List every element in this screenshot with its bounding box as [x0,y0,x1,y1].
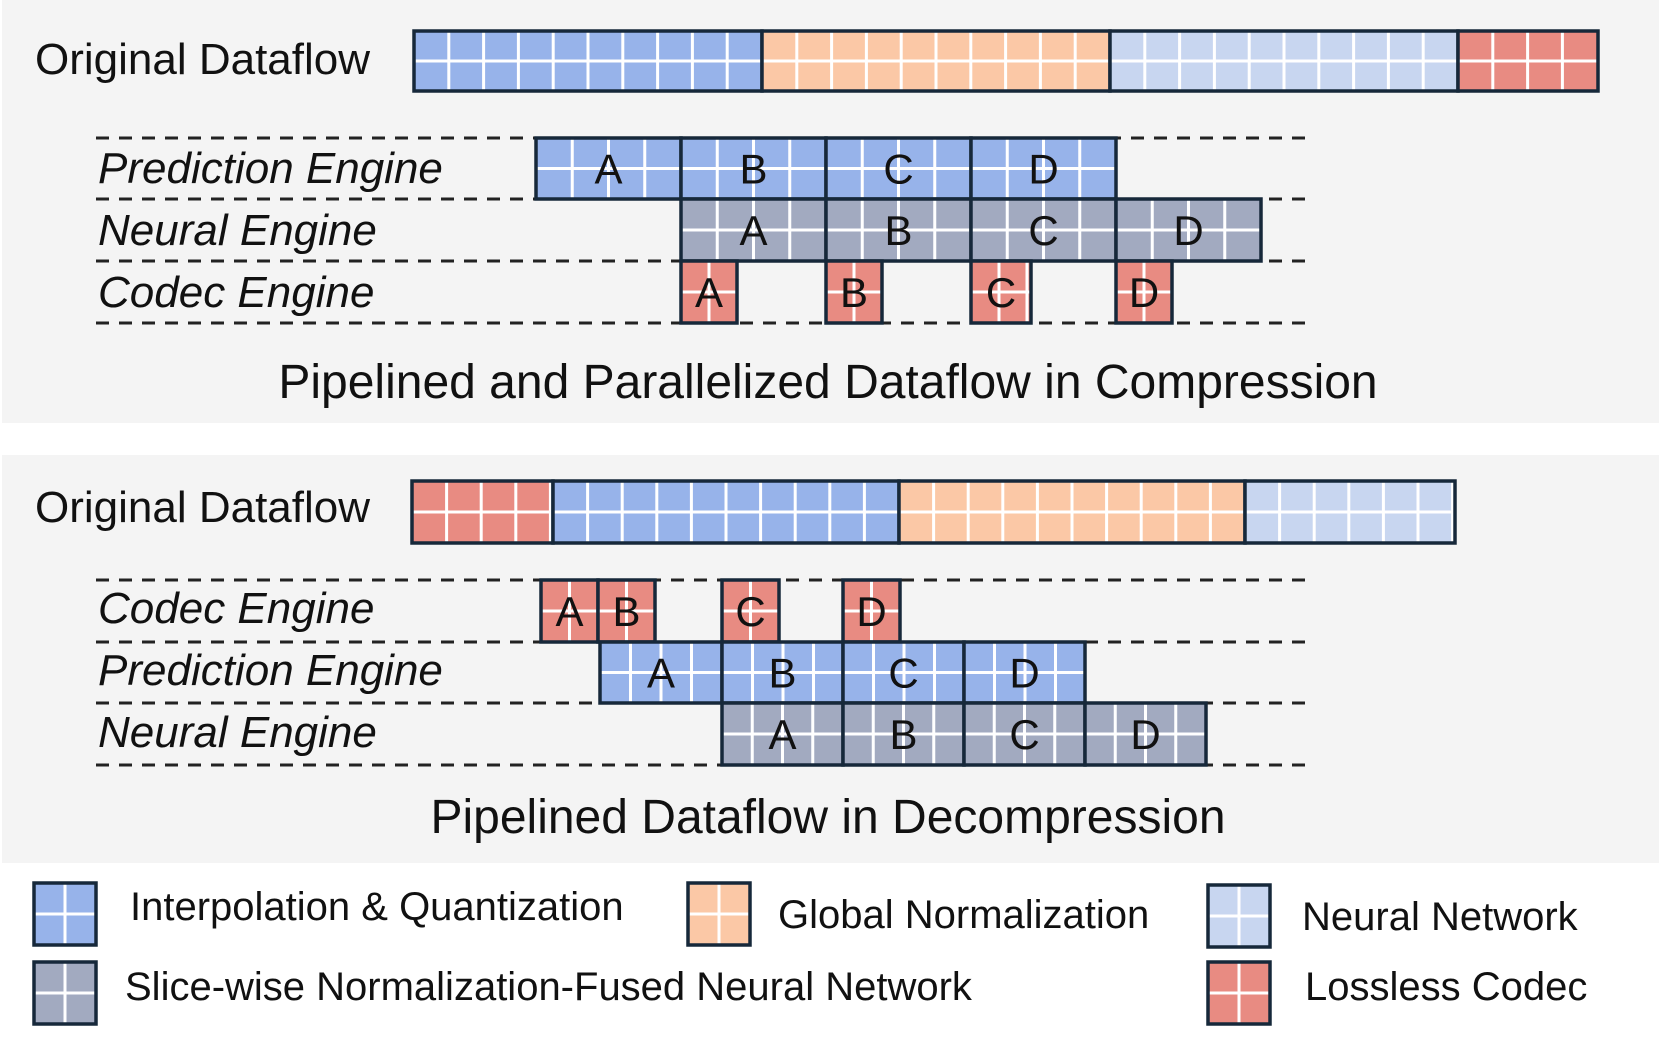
decompression-neural-letter-a: A [768,711,796,758]
decompression-prediction-letter-d: D [1009,650,1039,697]
legend-swatch-lossless-codec [1206,960,1272,1026]
compression-prediction-letter-c: C [883,146,913,193]
compression-row-label-codec: Codec Engine [98,268,374,317]
legend-swatch-gn-box [686,881,752,947]
compression-neural-letter-b: B [884,207,912,254]
compression-codec-block-d: D [1114,259,1174,325]
decompression-codec-letter-b: B [612,588,640,635]
legend-swatch-global-normalization [686,881,752,947]
compression-codec-letter-c: C [986,269,1016,316]
decompression-row-label-neural: Neural Engine [98,708,377,757]
compression-prediction-block-a: A [534,136,683,201]
compression-neural-block-d: D [1114,197,1263,263]
compression-row-label-prediction: Prediction Engine [98,144,443,193]
compression-caption: Pipelined and Parallelized Dataflow in C… [278,356,1377,409]
compression-prediction-block-d: D [969,136,1118,201]
decompression-original-segment-lossless-codec [410,479,555,545]
compression-codec-letter-a: A [695,269,723,316]
compression-neural-block-a: A [679,197,828,263]
compression-prediction-block-b: B [679,136,828,201]
decompression-caption: Pipelined Dataflow in Decompression [430,791,1225,844]
compression-original-segment-global-normalization [760,29,1112,93]
compression-codec-letter-b: B [840,269,868,316]
compression-prediction-letter-b: B [739,146,767,193]
legend-swatch-slice-wise-fused-network [32,960,98,1026]
legend-swatch-neural-network [1206,883,1272,949]
legend-swatch-interpolation-quantization [32,881,98,947]
legend-swatch-iq-box [32,881,98,947]
legend-label-interpolation-quantization: Interpolation & Quantization [130,885,624,929]
decompression-original-segment-global-normalization [897,479,1247,545]
decompression-row-label-prediction: Prediction Engine [98,646,443,695]
compression-neural-block-b: B [824,197,973,263]
decompression-neural-block-a: A [720,701,845,767]
decompression-codec-letter-c: C [735,588,765,635]
decompression-prediction-block-b: B [720,640,845,705]
decompression-prediction-block-c: C [841,640,966,705]
legend: Interpolation & Quantization Global Norm… [32,881,1587,1026]
decompression-prediction-letter-c: C [888,650,918,697]
decompression-prediction-block-a: A [598,640,724,705]
legend-swatch-nn-box [1206,883,1272,949]
compression-original-segment-lossless-codec [1456,29,1600,93]
compression-neural-letter-c: C [1028,207,1058,254]
compression-neural-letter-d: D [1173,207,1203,254]
compression-original-dataflow-label: Original Dataflow [35,35,370,84]
legend-swatch-lc-box [1206,960,1272,1026]
compression-original-segment-interpolation-quantization [412,29,764,93]
legend-label-slice-wise-fused-network: Slice-wise Normalization-Fused Neural Ne… [125,965,973,1009]
decompression-codec-block-d: D [841,578,902,644]
decompression-original-segment-interpolation-quantization [551,479,901,545]
compression-codec-block-c: C [969,259,1033,325]
decompression-codec-block-b: B [596,578,657,644]
legend-swatch-sf-box [32,960,98,1026]
decompression-original-segment-neural-network [1243,479,1457,545]
compression-neural-block-c: C [969,197,1118,263]
decompression-codec-block-a: A [539,578,600,644]
decompression-codec-letter-a: A [555,588,583,635]
compression-row-label-neural: Neural Engine [98,206,377,255]
decompression-codec-letter-d: D [856,588,886,635]
decompression-neural-letter-d: D [1130,711,1160,758]
compression-codec-letter-d: D [1129,269,1159,316]
legend-label-lossless-codec: Lossless Codec [1305,965,1587,1009]
decompression-neural-block-b: B [841,701,966,767]
decompression-original-dataflow-bar [410,479,1457,545]
decompression-prediction-letter-b: B [768,650,796,697]
decompression-codec-block-c: C [720,578,781,644]
compression-prediction-letter-a: A [594,146,622,193]
decompression-original-dataflow-label: Original Dataflow [35,483,370,532]
legend-label-global-normalization: Global Normalization [778,893,1149,937]
decompression-neural-letter-c: C [1009,711,1039,758]
decompression-neural-block-c: C [962,701,1087,767]
decompression-row-label-codec: Codec Engine [98,584,374,633]
compression-prediction-letter-d: D [1028,146,1058,193]
decompression-prediction-letter-a: A [647,650,675,697]
decompression-neural-letter-b: B [889,711,917,758]
compression-original-dataflow-bar [412,29,1600,93]
compression-prediction-block-c: C [824,136,973,201]
legend-label-neural-network: Neural Network [1302,895,1579,939]
decompression-neural-block-d: D [1083,701,1208,767]
compression-codec-block-a: A [679,259,739,325]
compression-codec-block-b: B [824,259,884,325]
compression-neural-letter-a: A [739,207,767,254]
compression-original-segment-neural-network [1108,29,1460,93]
decompression-prediction-block-d: D [962,640,1087,705]
